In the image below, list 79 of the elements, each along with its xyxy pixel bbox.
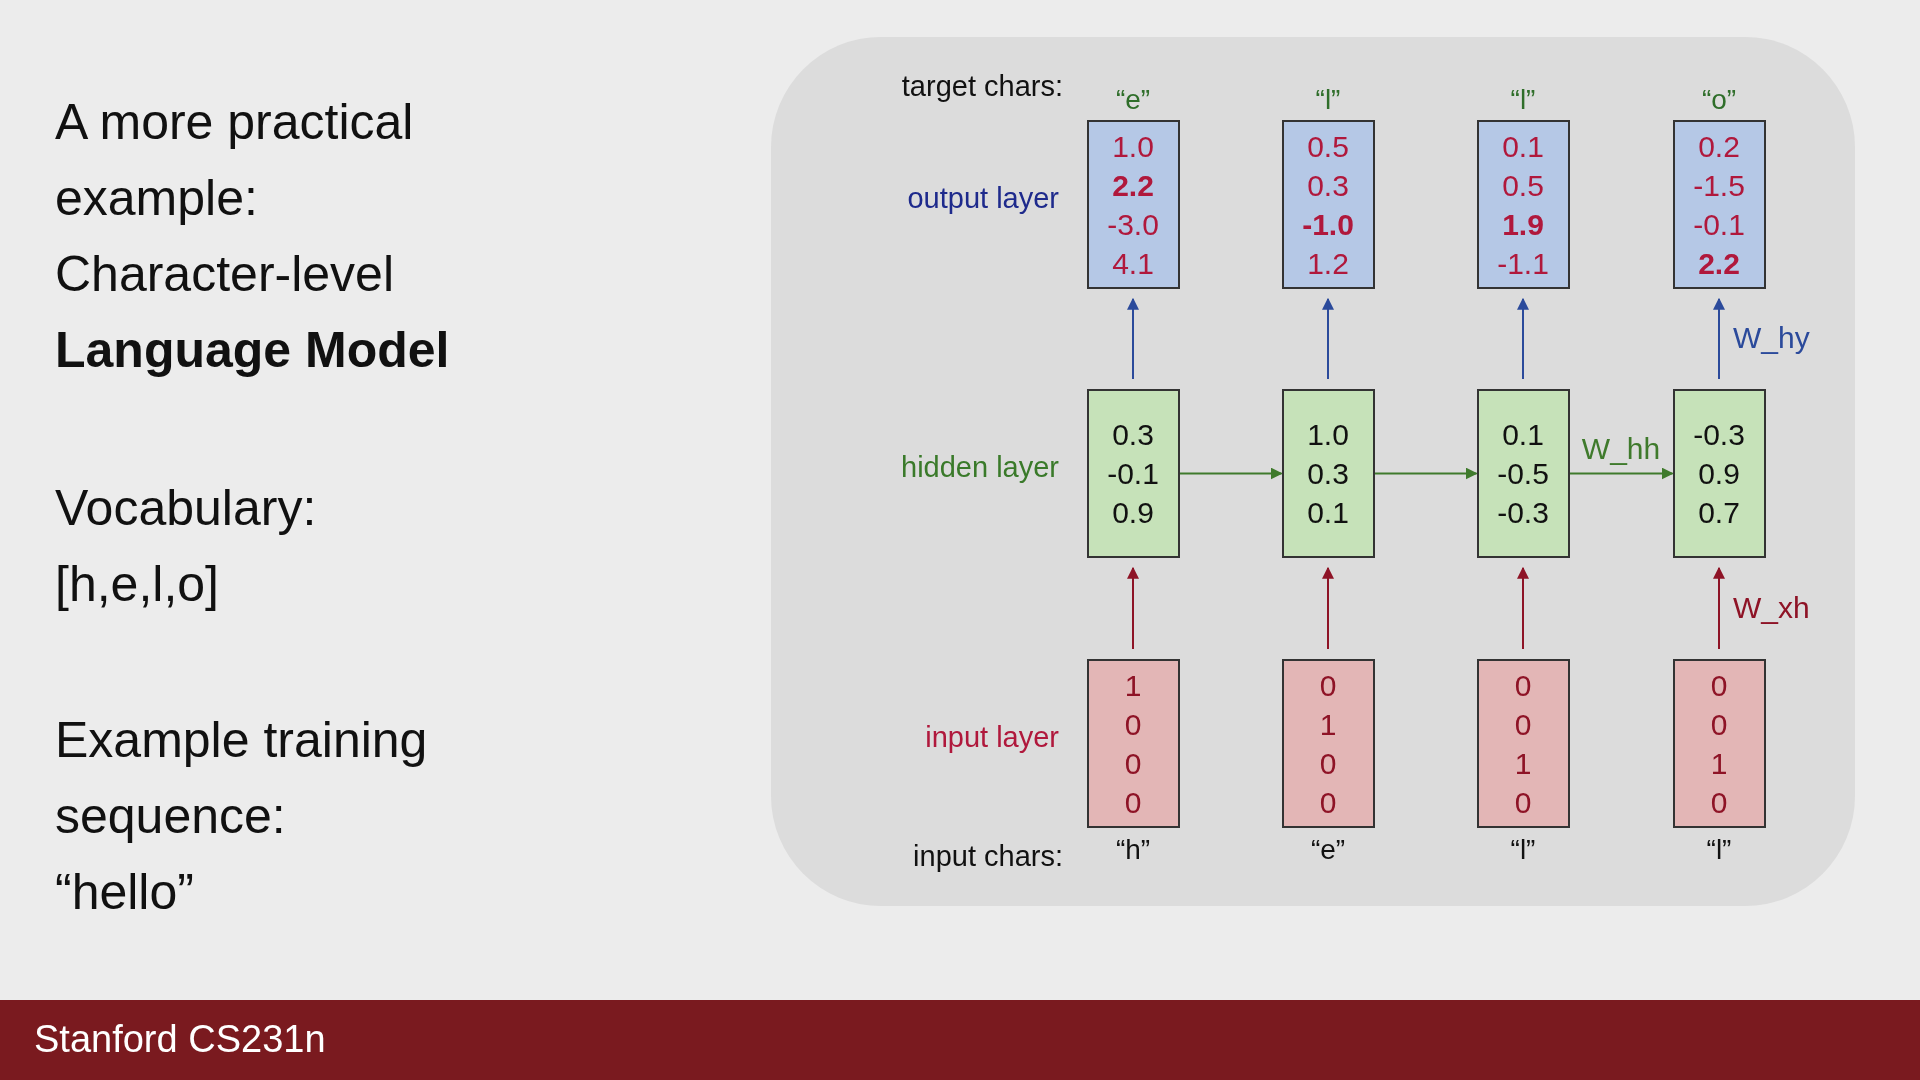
char-label: “l” <box>1314 84 1342 116</box>
vector-value: 0 <box>1514 706 1532 743</box>
vector-value: 1 <box>1514 745 1532 782</box>
vocabulary-text: Vocabulary: [h,e,l,o] <box>55 479 318 614</box>
hidden-vector-box <box>1086 389 1180 558</box>
vector-value: 0 <box>1710 667 1728 704</box>
vector-value: 0 <box>1124 706 1142 743</box>
vector-value: 0.3 <box>1112 417 1154 453</box>
char-label: “e” <box>1309 834 1347 866</box>
hidden-vector-box <box>1281 389 1375 558</box>
vector-value: 0.7 <box>1698 495 1740 531</box>
arrow <box>1178 467 1283 480</box>
vector-value: -0.3 <box>1693 417 1745 453</box>
vector-value: 0 <box>1124 745 1142 782</box>
vector-value: 1.0 <box>1112 128 1154 165</box>
layer-label: output layer <box>907 182 1059 215</box>
vector-value: 0.9 <box>1698 456 1740 492</box>
char-label: “l” <box>1509 84 1537 116</box>
vector-value: 0.5 <box>1307 128 1349 165</box>
vector-value: 0 <box>1710 784 1728 821</box>
vector-value: 1.2 <box>1307 245 1349 282</box>
arrow <box>1517 297 1529 380</box>
vector-value: 1 <box>1319 706 1337 743</box>
vector-value: 0.2 <box>1698 128 1740 165</box>
char-label: “o” <box>1700 84 1738 116</box>
vector-value: 0.3 <box>1307 167 1349 204</box>
vector-value: -1.5 <box>1693 167 1745 204</box>
char-label: “l” <box>1509 834 1537 866</box>
vector-value: 2.2 <box>1698 245 1740 282</box>
vector-value: 1.9 <box>1502 206 1544 243</box>
slide-title: A more practical example: Character-level Language Model <box>55 93 451 380</box>
vector-value: 0 <box>1319 745 1337 782</box>
layer-label: hidden layer <box>901 451 1059 484</box>
vector-value: 0.5 <box>1502 167 1544 204</box>
arrow <box>1373 467 1478 480</box>
weight-label: W_hy <box>1733 321 1810 355</box>
vector-value: -1.0 <box>1302 206 1354 243</box>
arrow <box>1322 566 1334 650</box>
vector-value: 0 <box>1319 784 1337 821</box>
layer-label: input layer <box>925 721 1059 754</box>
vector-value: 0.9 <box>1112 495 1154 531</box>
row-heading: target chars: <box>901 70 1063 103</box>
row-heading: input chars: <box>913 840 1063 873</box>
vector-value: 1 <box>1710 745 1728 782</box>
footer-text: Stanford CS231n <box>34 1018 326 1061</box>
vector-value: -0.5 <box>1497 456 1549 492</box>
hidden-vector-box <box>1672 389 1766 558</box>
vector-value: 0 <box>1319 667 1337 704</box>
vector-value: 0.1 <box>1307 495 1349 531</box>
vector-value: 0 <box>1710 706 1728 743</box>
vector-value: 0 <box>1124 784 1142 821</box>
arrow <box>1568 467 1674 480</box>
arrow <box>1127 566 1139 650</box>
arrow <box>1713 297 1725 380</box>
vector-value: 0 <box>1514 667 1532 704</box>
vector-value: -0.3 <box>1497 495 1549 531</box>
vector-value: 1 <box>1124 667 1142 704</box>
vector-value: 4.1 <box>1112 245 1154 282</box>
training-sequence-text: Example training sequence: “hello” <box>55 711 429 922</box>
arrow <box>1713 566 1725 650</box>
vector-value: -1.1 <box>1497 245 1549 282</box>
arrow <box>1517 566 1529 650</box>
vector-value: 0.3 <box>1307 456 1349 492</box>
vector-value: 1.0 <box>1307 417 1349 453</box>
vector-value: -0.1 <box>1107 456 1159 492</box>
char-label: “h” <box>1114 834 1152 866</box>
vector-value: 2.2 <box>1112 167 1154 204</box>
vector-value: 0.1 <box>1502 417 1544 453</box>
weight-label: W_xh <box>1733 590 1810 625</box>
vector-value: 0 <box>1514 784 1532 821</box>
vector-value: -0.1 <box>1693 206 1745 243</box>
arrow <box>1322 297 1334 380</box>
char-label: “e” <box>1114 84 1152 116</box>
arrow <box>1127 297 1139 380</box>
hidden-vector-box <box>1476 389 1570 558</box>
char-label: “l” <box>1705 834 1733 866</box>
vector-value: 0.1 <box>1502 128 1544 165</box>
vector-value: -3.0 <box>1107 206 1159 243</box>
weight-label: W_hh <box>1581 431 1661 466</box>
